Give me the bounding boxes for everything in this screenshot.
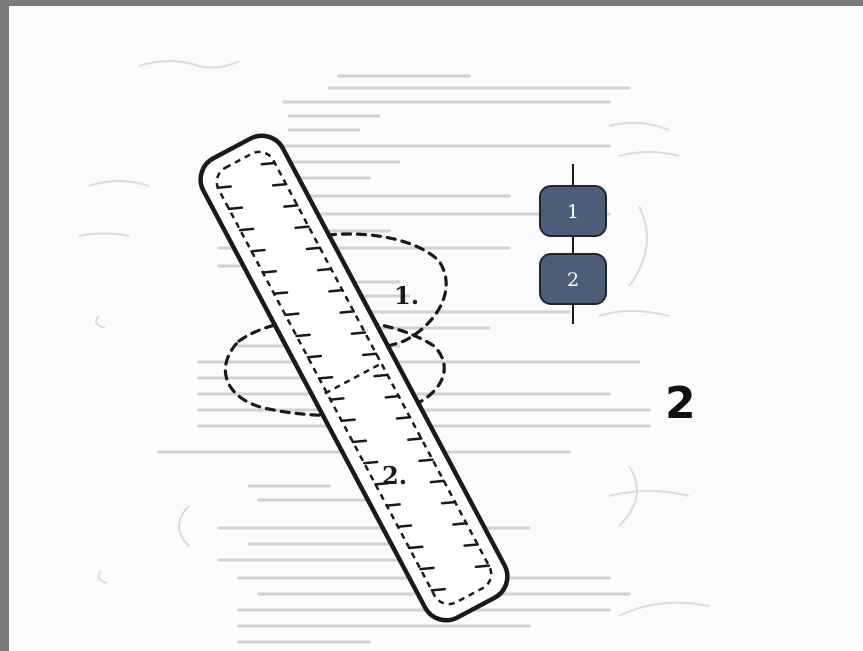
timeline-node-1-label: 1 <box>567 201 579 223</box>
timeline-node-2: 2 <box>540 254 606 304</box>
scanned-page: 1. 2. 1 2 2 <box>9 6 863 651</box>
segment-1-label: 1. <box>394 281 419 310</box>
segment-2-label: 2. <box>382 461 407 490</box>
timeline-node-1: 1 <box>540 186 606 236</box>
window-frame-left <box>0 0 9 651</box>
timeline-node-2-label: 2 <box>567 269 579 291</box>
figure-number: 2 <box>665 382 696 426</box>
bar-shape <box>192 127 516 628</box>
diagram-drawing: 1. 2. 1 2 <box>9 6 863 651</box>
